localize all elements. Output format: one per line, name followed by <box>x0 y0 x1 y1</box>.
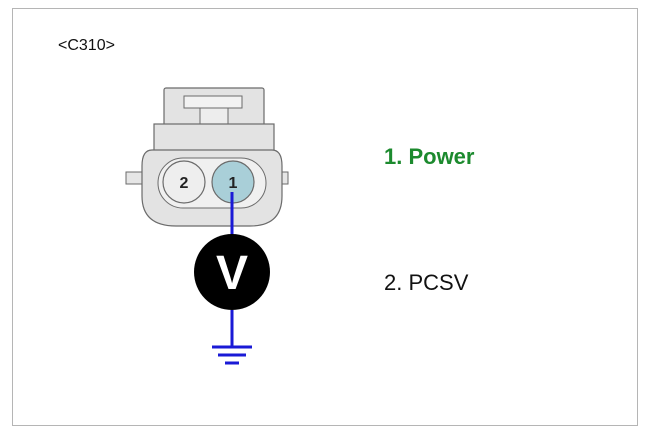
connector-id-label: <C310> <box>58 37 115 54</box>
voltmeter-symbol: V <box>216 247 248 300</box>
pin-1-number: 1 <box>229 175 238 192</box>
legend-item-pcsv: 2. PCSV <box>384 270 469 295</box>
pin-2-circle <box>162 160 206 204</box>
connector-latch-inner <box>183 95 243 109</box>
voltmeter: V <box>194 234 270 310</box>
connector-body <box>125 87 289 227</box>
pin-2-number: 2 <box>180 175 189 192</box>
diagram-frame <box>12 8 638 426</box>
pin-2: 2 <box>162 160 206 204</box>
ground-icon <box>212 345 252 365</box>
legend-item-power: 1. Power <box>384 144 475 169</box>
voltmeter-circle <box>194 234 270 310</box>
